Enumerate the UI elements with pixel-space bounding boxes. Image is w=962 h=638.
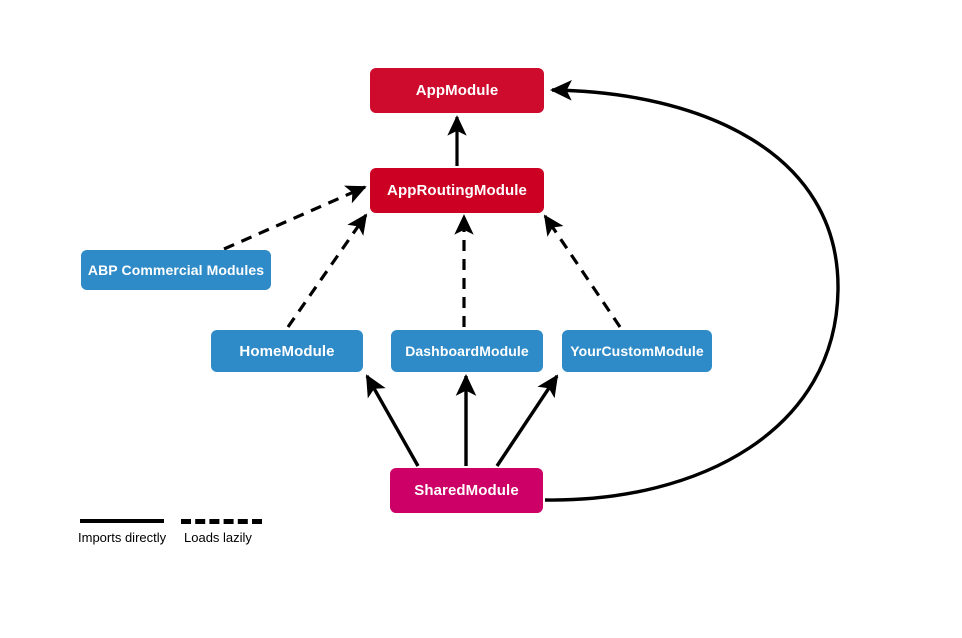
node-dashboard-module[interactable]: DashboardModule: [391, 330, 543, 372]
node-abp-commercial-modules-label: ABP Commercial Modules: [87, 262, 265, 278]
edge-shared-to-app-curved: [544, 79, 840, 502]
node-app-module[interactable]: AppModule: [370, 68, 544, 113]
node-shared-module-label: SharedModule: [414, 482, 519, 499]
node-your-custom-module[interactable]: YourCustomModule: [562, 330, 712, 372]
node-abp-commercial-modules[interactable]: ABP Commercial Modules: [81, 250, 271, 290]
node-home-module[interactable]: HomeModule: [211, 330, 363, 372]
edge-abp-to-routing: [223, 185, 367, 251]
node-app-routing-module-label: AppRoutingModule: [387, 182, 527, 199]
node-app-module-label: AppModule: [415, 82, 499, 99]
edge-custom-to-routing: [543, 214, 622, 328]
node-app-routing-module[interactable]: AppRoutingModule: [370, 168, 544, 213]
legend-solid-line-swatch: [80, 519, 164, 523]
edge-shared-to-custom: [495, 374, 559, 467]
edge-home-to-routing: [286, 213, 368, 328]
node-shared-module[interactable]: SharedModule: [390, 468, 543, 513]
edge-shared-to-home: [365, 374, 420, 467]
legend-dashed-line-swatch: [181, 519, 262, 524]
node-your-custom-module-label: YourCustomModule: [570, 343, 704, 359]
legend-loads-lazily-label: Loads lazily: [184, 530, 252, 545]
node-dashboard-module-label: DashboardModule: [405, 343, 529, 359]
node-home-module-label: HomeModule: [239, 342, 335, 360]
legend-imports-directly-label: Imports directly: [78, 530, 167, 545]
